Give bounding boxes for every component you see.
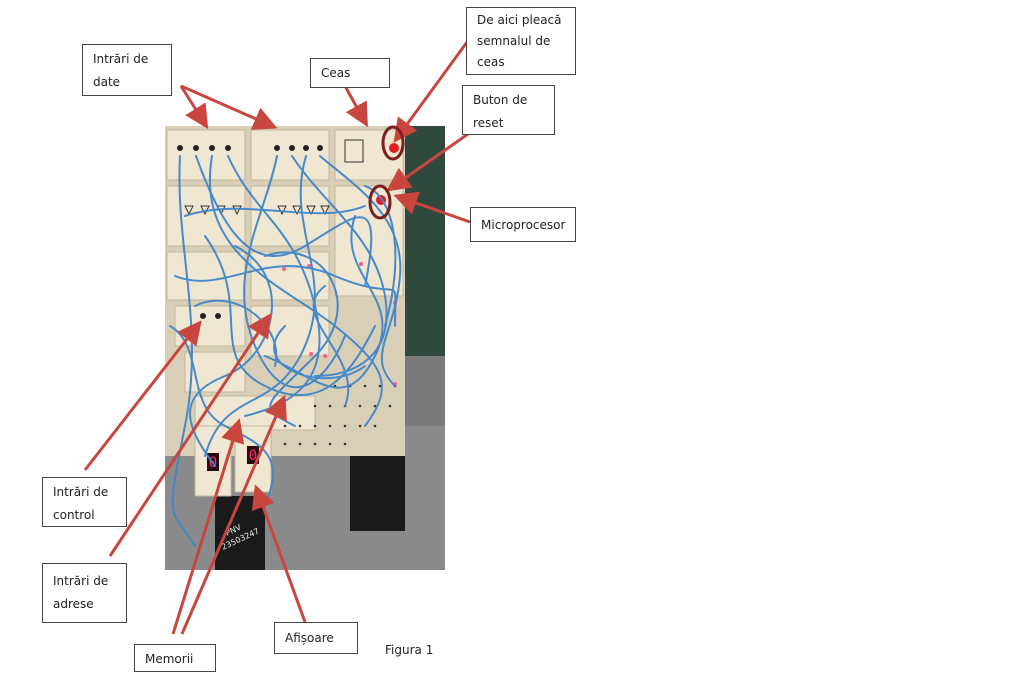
label-data-inputs-line2: date <box>93 75 121 89</box>
arrow-clock-source <box>393 37 472 143</box>
label-microprocessor: Microprocesor <box>470 207 576 242</box>
arrow-data-inputs-1 <box>179 85 209 130</box>
label-clock-source-line3: ceas <box>477 55 505 69</box>
label-data-inputs-line1: Intrări de <box>93 52 149 66</box>
label-clock-source-line2: semnalul de <box>477 34 551 48</box>
label-reset-button: Buton de reset <box>462 85 555 135</box>
label-clock-source: De aici pleacă semnalul de ceas <box>466 7 576 75</box>
label-control-inputs-line1: Intrări de <box>53 485 109 499</box>
arrow-clock <box>343 85 368 128</box>
label-clock-line1: Ceas <box>321 66 351 80</box>
label-displays-line1: Afișoare <box>285 631 334 645</box>
label-microprocessor-line1: Microprocesor <box>481 218 566 232</box>
seven-segment-display-2: 0 <box>249 448 257 464</box>
label-memories-line1: Memorii <box>145 652 194 666</box>
label-address-inputs-line2: adrese <box>53 597 94 611</box>
label-memories: Memorii <box>134 644 216 672</box>
label-reset-button-line1: Buton de <box>473 93 528 107</box>
label-address-inputs: Intrări de adrese <box>42 563 127 623</box>
label-reset-button-line2: reset <box>473 116 504 130</box>
label-data-inputs: Intrări de date <box>82 44 172 96</box>
label-control-inputs-line2: control <box>53 508 95 522</box>
figure-caption: Figura 1 <box>385 643 434 657</box>
label-displays: Afișoare <box>274 622 358 654</box>
board-illustration: 0 0 PNV 23503247 <box>165 126 445 570</box>
label-clock: Ceas <box>310 58 390 88</box>
label-control-inputs: Intrări de control <box>42 477 127 527</box>
label-clock-source-line1: De aici pleacă <box>477 13 562 27</box>
hardware-photo: 0 0 PNV 23503247 <box>165 126 445 570</box>
arrow-data-inputs-2 <box>180 84 278 130</box>
label-address-inputs-line1: Intrări de <box>53 574 109 588</box>
